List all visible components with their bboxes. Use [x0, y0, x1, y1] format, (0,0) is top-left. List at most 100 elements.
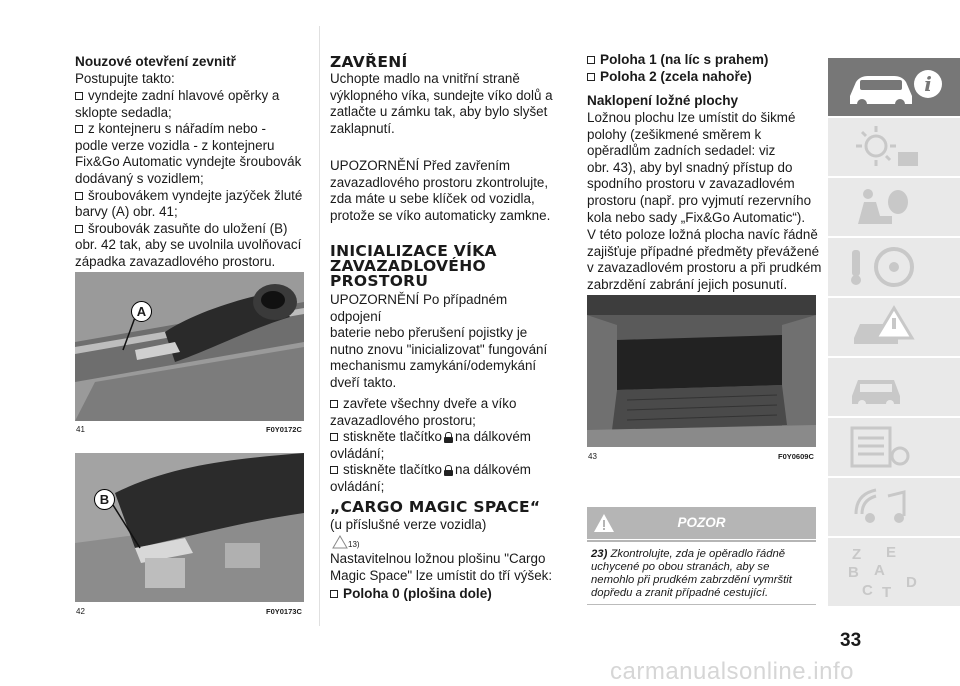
tab-multimedia[interactable] — [828, 478, 960, 536]
caution-rule — [587, 540, 816, 542]
car-service-icon — [852, 380, 900, 408]
tab-steering-key[interactable] — [828, 238, 960, 296]
watermark: carmanualsonline.info — [610, 658, 854, 685]
caution-number: 23) — [591, 548, 608, 560]
index-letter: Z — [852, 546, 862, 563]
tab-car-info[interactable]: i — [828, 58, 960, 116]
figure-43-number: 43 — [588, 452, 597, 461]
text-line: Uchopte madlo na vnitřní straně — [330, 71, 520, 86]
list-item-cont: barvy (A) obr. 41; — [75, 204, 178, 220]
warning-paragraph-2: UPOZORNĚNÍ Po případném odpojení baterie… — [330, 292, 562, 392]
figure-42-number: 42 — [76, 607, 85, 616]
warning-triangle-icon — [594, 514, 614, 532]
heading-init: INICIALIZACE VÍKA ZAVAZADLOVÉHO PROSTORU — [330, 242, 497, 290]
index-letter: B — [848, 564, 859, 581]
warning-car-icon — [854, 305, 915, 344]
figure-41-image: A — [75, 272, 304, 421]
list-item-cont: podle verze vozidla - z kontejneru — [75, 137, 275, 153]
text-line: zaklapnutí. — [330, 120, 395, 136]
cms-paragraph: Nastavitelnou ložnou plošinu "Cargo Magi… — [330, 551, 562, 584]
text-line: nemohlo při prudkém zabrzdění vymrštit — [591, 574, 792, 586]
heading-close: ZAVŘENÍ — [330, 53, 408, 71]
technical-data-icon — [850, 426, 910, 468]
warning-paragraph-1: UPOZORNĚNÍ Před zavřením zavazadlového p… — [330, 158, 562, 224]
list-item: z kontejneru s nářadím nebo - — [75, 121, 313, 138]
caution-body: 23) Zkontrolujte, zda je opěradlo řádně … — [591, 548, 817, 600]
text-line: mechanismu zamykání/odemykání — [330, 358, 537, 374]
heading-line: INICIALIZACE VÍKA — [330, 242, 497, 260]
close-paragraph: Uchopte madlo na vnitřní straně výklopné… — [330, 71, 562, 137]
list-item-cont: obr. 42 tak, aby se uvolnila uvolňovací — [75, 237, 302, 253]
list-item-cont: západka zavazadlového prostoru. — [75, 253, 276, 269]
text-line: Zkontrolujte, zda je opěradlo řádně — [610, 548, 786, 560]
text-line: zda máte u sebe klíček od vozidla, — [330, 191, 535, 207]
tab-index[interactable]: Z E B A C D T — [828, 538, 960, 606]
figure-42-image: B — [75, 453, 304, 602]
column-divider — [319, 26, 320, 626]
lock-icon — [444, 432, 453, 444]
tab-airbag-seat[interactable] — [828, 178, 960, 236]
tilt-paragraph: Ložnou plochu lze umístit do šikmé poloh… — [587, 110, 822, 226]
caution-bottom-rule — [587, 604, 816, 605]
figure-41-code: F0Y0172C — [266, 425, 302, 434]
caution-triangle-icon — [332, 535, 348, 549]
tab-warning-car[interactable] — [828, 298, 960, 356]
section-heading-emergency-open: Nouzové otevření zevnitř — [75, 54, 236, 69]
position-0-item: Poloha 0 (plošina dole) — [330, 586, 492, 602]
text-line: dopředu a zranit případné cestující. — [591, 587, 769, 599]
list-item: vyndejte zadní hlavové opěrky a — [75, 88, 313, 105]
list-item-cont: ovládání; — [330, 445, 385, 461]
index-letter: E — [886, 544, 897, 561]
airbag-seat-icon — [858, 189, 908, 224]
heading-line: ZAVAZADLOVÉHO — [330, 257, 486, 275]
text-line: zajišťuje případné předměty převážené — [587, 243, 820, 259]
dashboard-lights-icon — [856, 126, 918, 166]
text-line: opěradlům zadních sedadel: viz — [587, 143, 776, 159]
list-item: šroubovák zasuňte do uložení (B) — [75, 221, 313, 238]
text-line: UPOZORNĚNÍ Po případném odpojení — [330, 292, 508, 324]
position-2-item: Poloha 2 (zcela nahoře) — [587, 69, 752, 85]
car-info-icon: i — [850, 70, 942, 109]
tab-dashboard-lights[interactable] — [828, 118, 960, 176]
list-item: šroubovákem vyndejte jazýček žluté — [75, 188, 313, 205]
text-line: kola nebo sady „Fix&Go Automatic“). — [587, 209, 806, 225]
reference-marker: 13) — [330, 535, 370, 549]
multimedia-icon — [854, 488, 906, 523]
text-line: zatlačte u zámku tak, aby bylo slyšet — [330, 104, 548, 120]
list-item: zavřete všechny dveře a víko — [330, 396, 562, 413]
text-line: uchycené po obou stranách, aby se — [591, 561, 770, 573]
text-line: dveří takto. — [330, 374, 397, 390]
text-line: protože se víko automaticky zamkne. — [330, 207, 551, 223]
text-line: Magic Space" lze umístit do tří výšek: — [330, 567, 553, 583]
tab-car-service[interactable] — [828, 358, 960, 416]
callout-a: A — [131, 301, 152, 322]
text-line: nutno znovu "inicializovat" fungování — [330, 341, 548, 357]
steps-list: vyndejte zadní hlavové opěrky a sklopte … — [75, 88, 313, 271]
page-number: 33 — [840, 630, 862, 651]
list-item-cont: sklopte sedadla; — [75, 104, 172, 120]
steering-wheel-key-icon — [851, 247, 914, 287]
text-line: výklopného víka, sundejte víko dolů a — [330, 87, 553, 103]
figure-41-number: 41 — [76, 425, 85, 434]
text-line: V této poloze ložná plocha navíc řádně — [587, 227, 818, 242]
heading-line: PROSTORU — [330, 272, 429, 290]
list-item-cont: ovládání; — [330, 478, 385, 494]
index-icon: Z E B A C D T — [848, 544, 928, 601]
index-letter: D — [906, 574, 917, 591]
caution-title: POZOR — [677, 515, 726, 530]
callout-b: B — [94, 489, 115, 510]
index-letter: A — [874, 562, 885, 579]
list-item-cont: Fix&Go Automatic vyndejte šroubovák — [75, 154, 302, 170]
figure-43-image — [587, 295, 816, 447]
cms-subtitle: (u příslušné verze vozidla) — [330, 517, 487, 532]
text-line: prostoru (např. pro vyjmutí rezervního — [587, 192, 812, 208]
heading-cargo-magic-space: „CARGO MAGIC SPACE“ — [330, 498, 541, 516]
tab-technical-data[interactable] — [828, 418, 960, 476]
text-line: spodního prostoru v zavazadlovém — [587, 176, 795, 192]
text-line: zabrzdění zabrání jejich posunutí. — [587, 276, 788, 292]
index-letter: T — [882, 584, 892, 601]
lock-icon — [444, 465, 453, 477]
figure-43-code: F0Y0609C — [778, 452, 814, 461]
